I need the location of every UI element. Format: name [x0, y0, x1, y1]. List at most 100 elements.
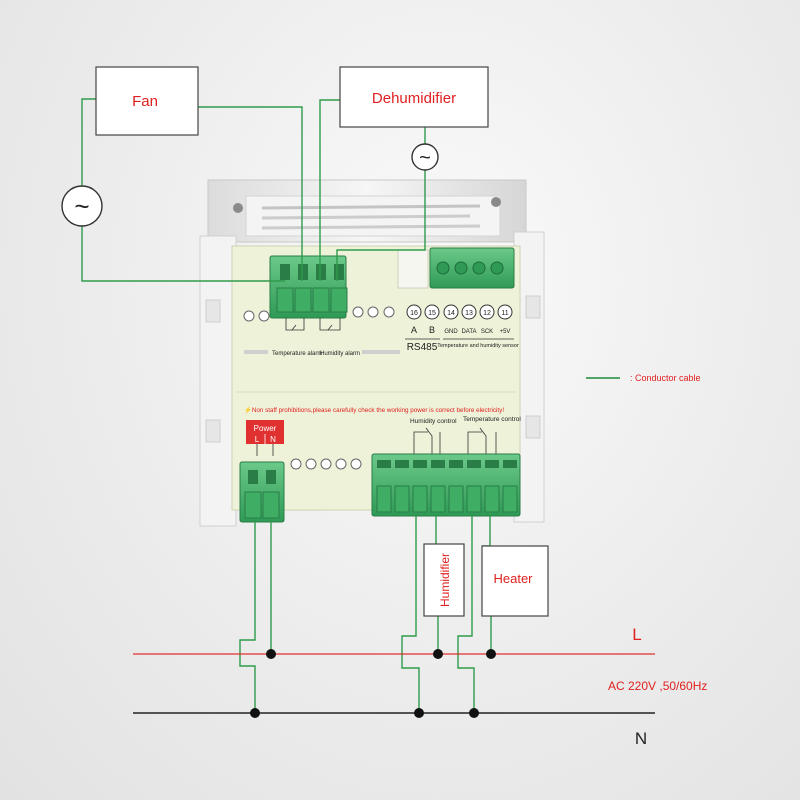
terminal-screw: [312, 287, 330, 313]
humidifier-neutral-wire: [401, 512, 420, 713]
terminal-hole: [352, 306, 364, 318]
humidifier-label: Humidifier: [438, 553, 452, 607]
terminal-screw: [244, 491, 262, 519]
terminal-hole: [335, 458, 347, 470]
terminal-hole: [258, 310, 270, 322]
terminal-slot: [395, 460, 409, 468]
power-title: Power: [254, 424, 277, 433]
terminal-screw: [484, 485, 500, 513]
terminal-hole: [290, 458, 302, 470]
relay-contact-symbol: [285, 318, 305, 331]
terminal-slot: [449, 460, 463, 468]
relay-switch-symbol: [291, 324, 297, 331]
rail-clip: [205, 299, 221, 323]
terminal-slot: [503, 460, 517, 468]
power-l-label: L: [255, 435, 260, 444]
fan-ac-source: ~: [61, 185, 103, 227]
mains-spec: AC 220V ,50/60Hz: [608, 679, 707, 693]
ac-source-icon: [411, 143, 439, 171]
terminal-name: A: [411, 325, 417, 335]
relay-switch-symbol: [425, 427, 433, 456]
heater-label: Heater: [493, 571, 533, 586]
rail-clip: [525, 415, 541, 439]
fan-label: Fan: [132, 93, 158, 110]
legend: : Conductor cable: [586, 373, 701, 383]
fan-box: Fan: [95, 66, 199, 136]
terminal-number-circle: [406, 304, 422, 320]
fan-box-frame: [95, 66, 199, 136]
terminal-number-circle: [497, 304, 513, 320]
relay-switch-symbol: [479, 427, 487, 456]
controller-device: 16 15 14 13 12 11 A B GND DATA SCK +5V R…: [199, 179, 545, 527]
terminal-screw: [330, 287, 348, 313]
power-terminal-block: [239, 461, 285, 523]
sensor-label: Temperature and humidity sensor: [437, 343, 519, 349]
relay-contact-symbol: [413, 431, 428, 456]
terminal-screw: [490, 261, 504, 275]
terminal-hole: [367, 306, 379, 318]
terminal-screw: [376, 485, 392, 513]
terminal-screw: [454, 261, 468, 275]
terminal-number: 12: [483, 310, 491, 317]
terminal-slot: [280, 264, 290, 280]
power-label: Power L N: [246, 420, 284, 444]
terminal-screw: [276, 287, 294, 313]
terminal-number-circle: [424, 304, 440, 320]
dehumidifier-box-frame: [339, 66, 489, 128]
alarm-terminal-block: [269, 255, 348, 319]
terminal-slot: [334, 264, 344, 280]
terminal-block-body: [429, 247, 515, 289]
terminal-hole: [383, 306, 395, 318]
ac-tilde: ~: [419, 147, 431, 169]
junction-dot: [433, 649, 443, 659]
rs485-label: RS485: [407, 342, 438, 353]
terminal-number: 14: [447, 310, 455, 317]
terminal-hole: [350, 458, 362, 470]
junction-dot: [414, 708, 424, 718]
neutral-label: N: [635, 729, 647, 748]
dehumidifier-ac-source: ~: [411, 143, 439, 171]
terminal-screw: [502, 485, 518, 513]
rail-clip: [525, 295, 541, 319]
terminal-screw: [466, 485, 482, 513]
sticker-text-line: [261, 214, 471, 220]
humidifier-box-frame: [423, 543, 465, 617]
sensor-block-cap: [397, 249, 429, 289]
junction-dot: [469, 708, 479, 718]
junction-dot: [486, 649, 496, 659]
terminal-slot: [298, 264, 308, 280]
terminal-name: B: [429, 325, 435, 335]
humidity-alarm-label: Humidity alarm: [320, 351, 360, 357]
terminal-screw: [430, 485, 446, 513]
terminal-screw: [394, 485, 410, 513]
temperature-alarm-label: Temperature alarm: [272, 351, 322, 357]
screw-icon: [233, 203, 243, 213]
fan-wire-right: [198, 106, 303, 281]
terminal-number: 15: [428, 310, 436, 317]
terminal-slot: [431, 460, 445, 468]
ac-source-icon: [61, 185, 103, 227]
terminal-screw: [436, 261, 450, 275]
control-relay-symbols: [413, 427, 497, 456]
terminal-name: DATA: [461, 329, 476, 335]
terminal-slot: [467, 460, 481, 468]
sensor-terminal-labels: 16 15 14 13 12 11 A B GND DATA SCK +5V R…: [405, 304, 519, 353]
terminal-hole: [243, 310, 255, 322]
terminal-slot: [413, 460, 427, 468]
terminal-slot: [316, 264, 326, 280]
power-n-label: N: [270, 435, 276, 444]
temperature-control-label: Temperature control: [463, 416, 521, 423]
terminal-number-circle: [443, 304, 459, 320]
terminal-number-circle: [461, 304, 477, 320]
humidifier-box: Humidifier: [423, 543, 465, 617]
heater-neutral-wire: [457, 512, 475, 713]
terminal-number: 13: [465, 310, 473, 317]
rail-clip: [205, 419, 221, 443]
junction-dot: [250, 708, 260, 718]
terminal-slot: [266, 470, 276, 484]
ac-tilde: ~: [74, 191, 89, 221]
terminal-number: 16: [410, 310, 418, 317]
terminal-slot: [248, 470, 258, 484]
terminal-slot: [377, 460, 391, 468]
